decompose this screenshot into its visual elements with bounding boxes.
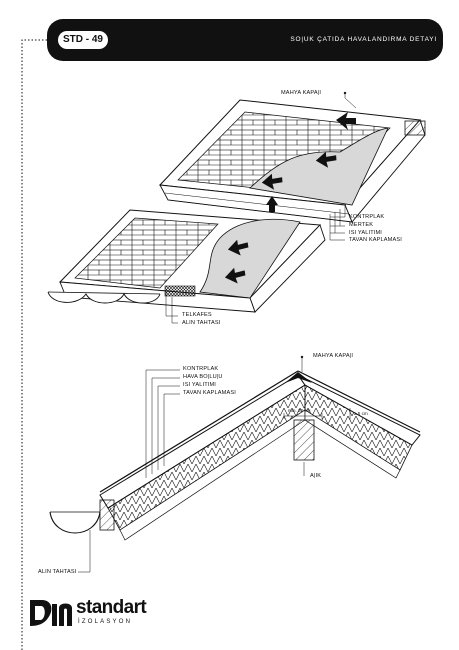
label-ceiling-top: TAVAN KAPLAMASI — [349, 237, 402, 243]
detail-title: SO|UK ÇATIDA HAVALANDIRMA DETAYI — [290, 36, 437, 43]
label-min-gap: min. 20 cm — [288, 408, 311, 413]
label-beam: A|IK — [310, 473, 322, 479]
airflow-arrows-top — [261, 112, 356, 212]
label-ceiling-section: TAVAN KAPLAMASI — [183, 390, 236, 396]
frame-dotted-line — [21, 39, 47, 650]
section-roof — [49, 370, 421, 541]
label-plywood-section: KONTRPLAK — [183, 366, 219, 372]
label-plywood-top: KONTRPLAK — [349, 214, 385, 220]
label-fascia-section: ALIN TAHTASI — [38, 569, 77, 575]
leaders-section — [78, 355, 305, 573]
dimension-lines — [283, 408, 351, 420]
brand-name: standart — [76, 597, 147, 618]
label-airgap-section: HAVA BO|LU|U — [183, 374, 223, 380]
label-rafter-top: MERTEK — [349, 222, 374, 228]
airflow-arrows-lower — [224, 239, 249, 284]
detail-code: STD - 49 — [58, 31, 108, 49]
label-insulation-section: ISI YALITIMI — [183, 382, 216, 388]
label-ridge-top: MAHYA KAPA|I — [281, 90, 322, 96]
label-ridge-section: MAHYA KAPA|I — [313, 353, 354, 359]
label-insulation-top: ISI YALITIMI — [349, 230, 382, 236]
label-mesh: TELKAFES — [182, 312, 212, 318]
label-gap-5: ≥ 5 cm — [354, 411, 368, 416]
header-bar — [47, 19, 443, 61]
leaders-top — [165, 91, 357, 324]
brand-tagline: İZOLASYON — [78, 619, 133, 625]
label-fascia-top: ALIN TAHTASI — [182, 320, 221, 326]
top-roof-module — [158, 99, 426, 223]
brand-logo-icon — [30, 600, 72, 626]
lower-roof-module — [47, 209, 326, 313]
